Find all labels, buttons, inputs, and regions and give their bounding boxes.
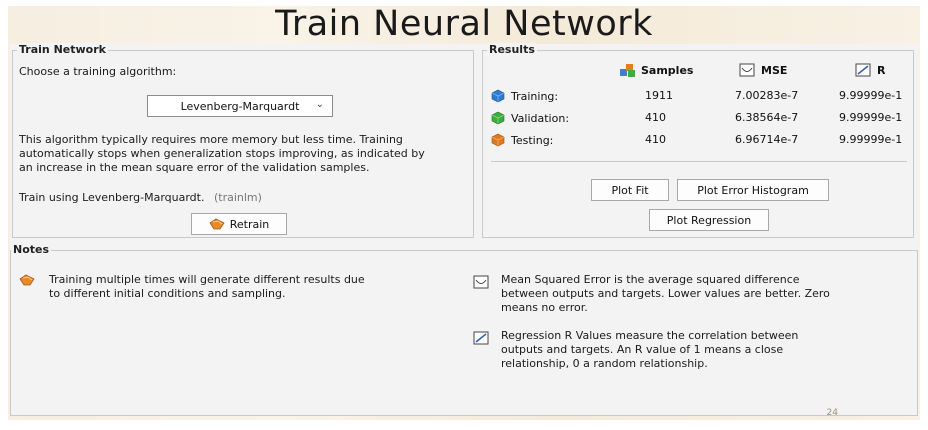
plot-error-histogram-button[interactable]: Plot Error Histogram	[677, 179, 829, 201]
mse-header: MSE	[739, 63, 787, 77]
notes-legend: Notes	[11, 243, 52, 256]
retrain-note-line-2: to different initial conditions and samp…	[49, 287, 286, 300]
training-label: Training:	[511, 89, 559, 103]
plot-regression-label: Plot Regression	[666, 213, 752, 227]
train-using-code: (trainlm)	[213, 191, 262, 204]
result-row-training: Training:	[491, 89, 558, 103]
train-using-text: Train using Levenberg-Marquardt. (trainl…	[19, 191, 262, 205]
testing-label: Testing:	[511, 133, 554, 147]
retrain-icon	[209, 218, 225, 230]
train-network-legend: Train Network	[17, 43, 108, 56]
validation-samples: 410	[645, 111, 666, 124]
mse-icon	[739, 63, 755, 77]
training-cube-icon	[491, 89, 505, 103]
testing-cube-icon	[491, 133, 505, 147]
retrain-label: Retrain	[229, 217, 270, 231]
mse-note-line-2: between outputs and targets. Lower value…	[501, 287, 830, 300]
choose-algorithm-label: Choose a training algorithm:	[19, 65, 177, 78]
page-number: 24	[826, 408, 838, 418]
algorithm-description-line-1: This algorithm typically requires more m…	[19, 133, 403, 146]
r-note-icon	[473, 331, 489, 345]
slide-title: Train Neural Network	[275, 4, 653, 44]
retrain-button[interactable]: Retrain	[191, 213, 287, 235]
mse-note-line-1: Mean Squared Error is the average square…	[501, 273, 800, 286]
r-header-label: R	[877, 63, 886, 77]
algorithm-description-line-2: automatically stops when generalization …	[19, 147, 425, 160]
results-legend: Results	[487, 43, 537, 56]
mse-header-label: MSE	[761, 63, 788, 77]
plot-regression-button[interactable]: Plot Regression	[649, 209, 769, 231]
results-group: Results Samples MSE R	[482, 43, 914, 238]
algorithm-select-value: Levenberg-Marquardt	[180, 99, 300, 113]
mse-note-line-3: means no error.	[501, 301, 588, 314]
plot-fit-button[interactable]: Plot Fit	[591, 179, 669, 201]
samples-header-label: Samples	[641, 63, 694, 77]
plot-error-histogram-label: Plot Error Histogram	[697, 183, 809, 197]
testing-r: 9.99999e-1	[839, 133, 903, 146]
train-network-group: Train Network Choose a training algorith…	[12, 43, 474, 238]
training-r: 9.99999e-1	[839, 89, 903, 102]
retrain-note-line-1: Training multiple times will generate di…	[49, 273, 365, 286]
validation-label: Validation:	[511, 111, 570, 125]
r-note-line-1: Regression R Values measure the correlat…	[501, 329, 799, 342]
plot-fit-label: Plot Fit	[611, 183, 649, 197]
r-icon	[855, 63, 871, 77]
validation-mse: 6.38564e-7	[735, 111, 799, 124]
r-header: R	[855, 63, 885, 77]
validation-r: 9.99999e-1	[839, 111, 903, 124]
train-using-label: Train using Levenberg-Marquardt.	[19, 191, 205, 204]
r-note-line-2: outputs and targets. An R value of 1 mea…	[501, 343, 784, 356]
samples-header: Samples	[619, 63, 693, 77]
training-samples: 1911	[645, 89, 673, 102]
result-row-validation: Validation:	[491, 111, 569, 125]
notes-group: Notes Training multiple times will gener…	[10, 243, 918, 416]
results-divider	[491, 161, 907, 162]
app-panel: Train Network Choose a training algorith…	[10, 43, 918, 416]
chevron-down-icon: ⌄	[315, 99, 324, 110]
result-row-testing: Testing:	[491, 133, 553, 147]
retrain-note-icon	[19, 274, 35, 286]
training-mse: 7.00283e-7	[735, 89, 799, 102]
algorithm-select[interactable]: Levenberg-Marquardt ⌄	[147, 95, 333, 117]
mse-note-icon	[473, 275, 489, 289]
validation-cube-icon	[491, 111, 505, 125]
testing-samples: 410	[645, 133, 666, 146]
algorithm-description-line-3: an increase in the mean square error of …	[19, 161, 370, 174]
testing-mse: 6.96714e-7	[735, 133, 799, 146]
r-note-line-3: relationship, 0 a random relationship.	[501, 357, 708, 370]
samples-icon	[620, 64, 635, 77]
